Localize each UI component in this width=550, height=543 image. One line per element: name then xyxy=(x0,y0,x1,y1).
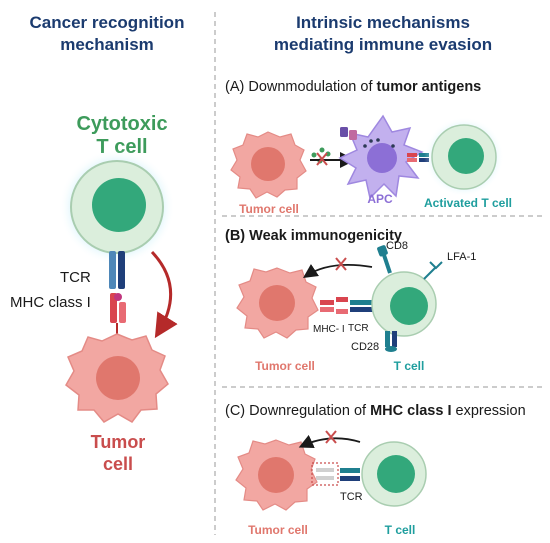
panel-c-tcr-label: TCR xyxy=(340,491,363,503)
right-title-line2: mediating immune evasion xyxy=(274,35,492,54)
left-title-line1: Cancer recognition xyxy=(30,13,185,32)
panel-b-title: (B) Weak immunogenicity xyxy=(225,228,402,244)
panel-b-synapse xyxy=(320,297,374,314)
panel-c-block-x xyxy=(325,430,337,444)
panel-b-tumor-label: Tumor cell xyxy=(255,359,315,373)
panel-c: (C) Downregulation of MHC class I expres… xyxy=(225,403,526,537)
apc-cell xyxy=(338,114,424,200)
left-panel: Cancer recognition mechanism Cytotoxic T… xyxy=(10,13,184,474)
kill-arrow xyxy=(150,250,178,339)
cd28-receptor xyxy=(385,331,397,352)
apc-tcell-synapse xyxy=(407,153,429,162)
panel-c-arrow xyxy=(298,434,361,448)
apc-label: APC xyxy=(367,192,393,206)
cd8-label: CD8 xyxy=(386,240,408,252)
panel-b-mhc-label: MHC- I xyxy=(313,324,345,335)
t-cell-c xyxy=(361,441,427,507)
ctl-label-line1: Cytotoxic xyxy=(76,113,167,135)
tumor-cell-a xyxy=(230,131,307,199)
cytotoxic-t-cell xyxy=(59,149,175,265)
mhc-class-i xyxy=(110,293,126,345)
panel-b-block-x xyxy=(335,257,347,271)
panel-c-t-cell-label: T cell xyxy=(385,523,416,537)
panel-a-tumor-label: Tumor cell xyxy=(239,202,299,216)
left-title-line2: mechanism xyxy=(60,35,154,54)
lfa1-label: LFA-1 xyxy=(447,251,476,263)
panel-c-tumor-label: Tumor cell xyxy=(248,523,308,537)
right-title-line1: Intrinsic mechanisms xyxy=(296,13,470,32)
panel-b-tcr-label: TCR xyxy=(348,323,369,334)
panel-b-t-cell-label: T cell xyxy=(394,359,425,373)
panel-a-block-x xyxy=(316,152,328,166)
tumor-label-line1: Tumor xyxy=(91,432,146,452)
tcr-receptor xyxy=(109,251,125,289)
panel-c-tcr xyxy=(340,468,360,481)
panel-a-title: (A) Downmodulation of tumor antigens xyxy=(225,79,481,95)
panel-b: (B) Weak immunogenicity Tumor cell MHC- … xyxy=(225,228,476,373)
tumor-label-line2: cell xyxy=(103,454,133,474)
activated-t-cell-label: Activated T cell xyxy=(424,196,512,210)
tumor-cell-b xyxy=(236,267,319,339)
activated-t-cell xyxy=(424,117,504,197)
t-cell-b xyxy=(371,271,437,337)
panel-b-arrow xyxy=(303,263,373,278)
tumor-cell-c xyxy=(235,439,318,511)
cd8-receptor xyxy=(377,245,392,274)
tcr-label: TCR xyxy=(60,269,91,286)
panel-c-title: (C) Downregulation of MHC class I expres… xyxy=(225,403,526,419)
panel-a: (A) Downmodulation of tumor antigens Tum… xyxy=(225,79,512,216)
tumor-cell-large xyxy=(65,333,169,423)
cd28-label: CD28 xyxy=(351,341,379,353)
missing-mhc xyxy=(311,462,339,486)
lfa1-receptor xyxy=(423,261,443,280)
mhc-label: MHC class I xyxy=(10,294,91,311)
